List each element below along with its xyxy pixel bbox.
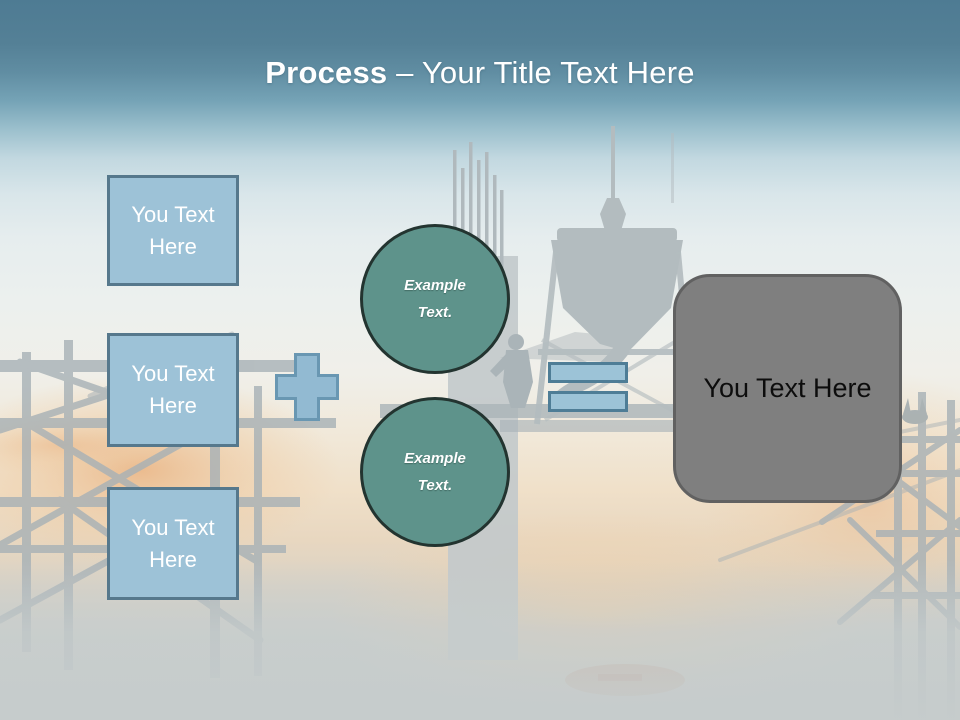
example-circle-2-label: Example Text. (404, 450, 466, 494)
input-box-1[interactable]: You Text Here (107, 175, 239, 286)
example-circle-1-label: Example Text. (404, 277, 466, 321)
input-box-2-label: You Text Here (131, 361, 215, 418)
equals-bar-bottom (548, 391, 628, 412)
title-rest: – Your Title Text Here (396, 55, 695, 90)
result-box[interactable]: You Text Here (673, 274, 902, 503)
page-title[interactable]: Process – Your Title Text Here (0, 0, 960, 88)
title-emphasis: Process (265, 55, 388, 90)
input-box-3[interactable]: You Text Here (107, 487, 239, 600)
input-box-2[interactable]: You Text Here (107, 333, 239, 447)
equals-icon (548, 362, 628, 412)
title-bar: Process – Your Title Text Here (0, 0, 960, 88)
equals-bar-top (548, 362, 628, 383)
example-circle-1[interactable]: Example Text. (360, 224, 510, 374)
input-box-3-label: You Text Here (131, 514, 215, 572)
plus-icon (275, 353, 339, 421)
example-circle-2[interactable]: Example Text. (360, 397, 510, 547)
input-box-1-label: You Text Here (131, 201, 215, 259)
result-box-label: You Text Here (703, 373, 872, 403)
